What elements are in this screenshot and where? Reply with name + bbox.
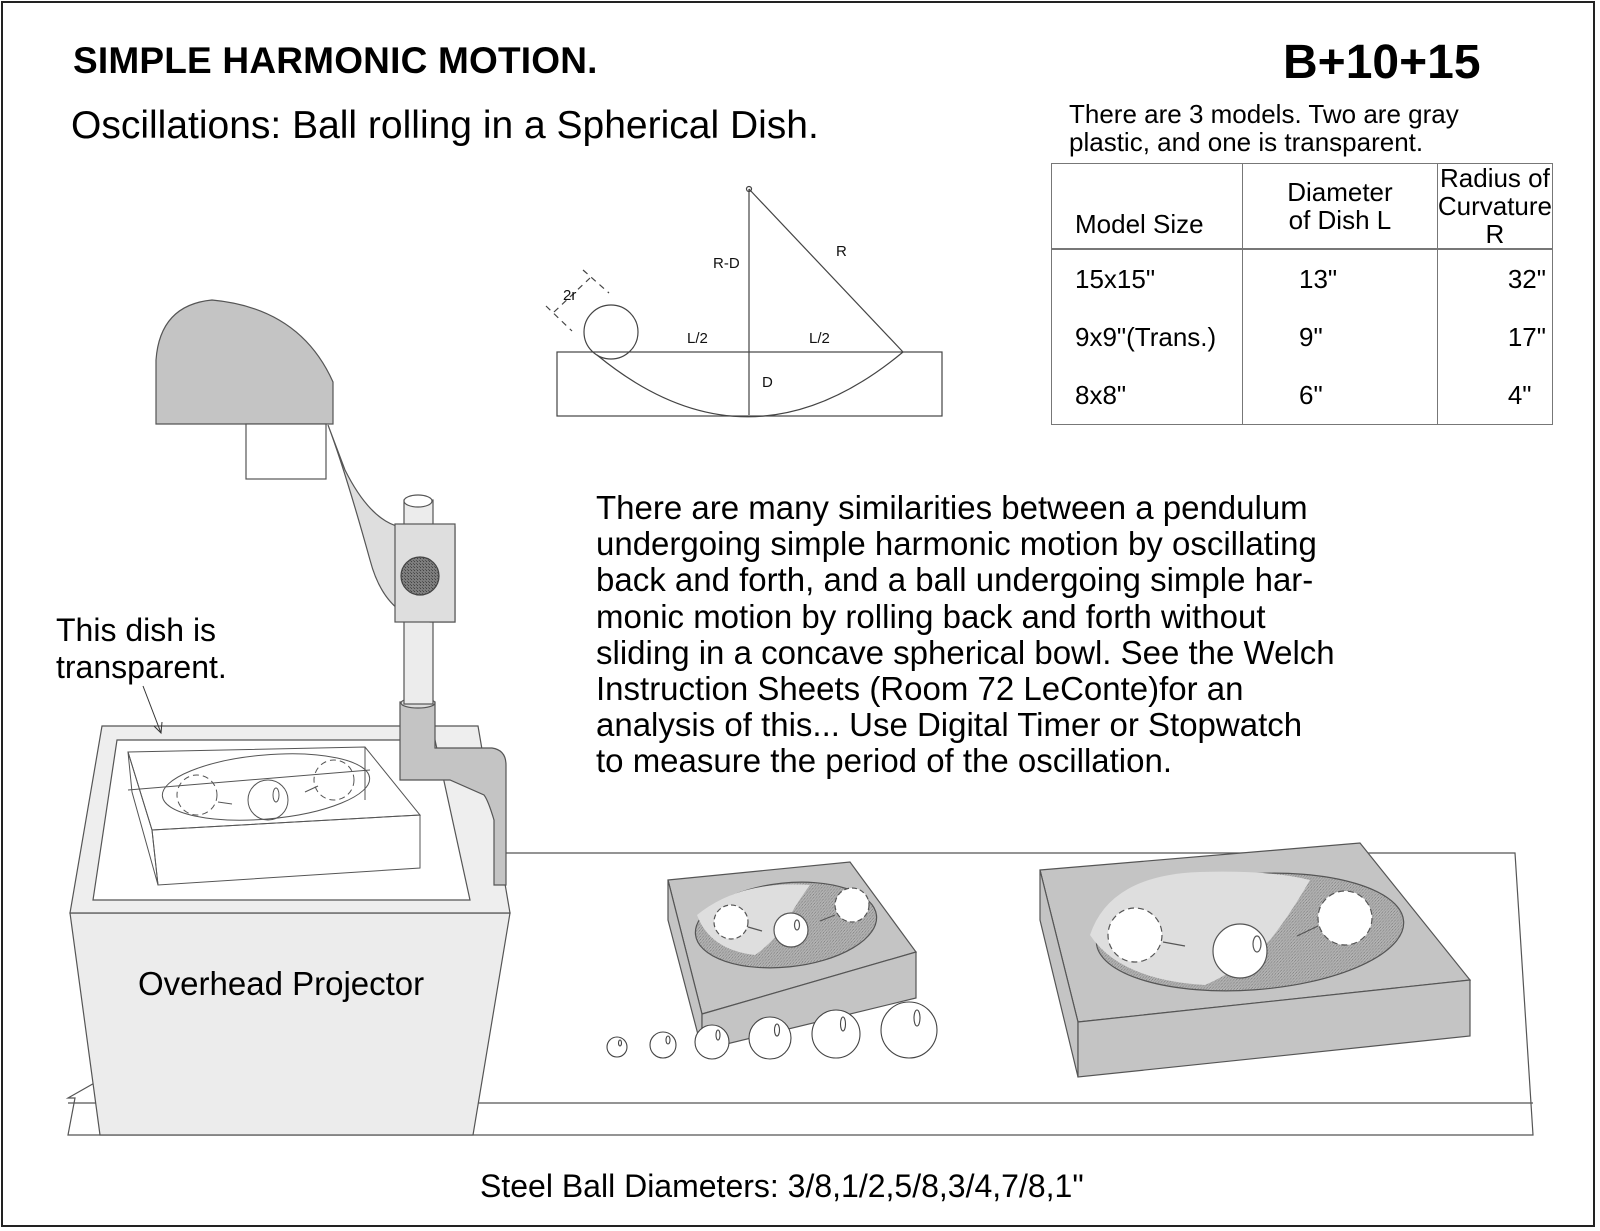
description-line: to measure the period of the oscillation… <box>596 742 1173 780</box>
models-note: There are 3 models. Two are gray plastic… <box>1069 99 1459 157</box>
description-line: monic motion by rolling back and forth w… <box>596 597 1266 635</box>
radius-line <box>748 188 904 353</box>
column-header-diameter: Diameter of Dish L <box>1242 163 1438 250</box>
column-header-radius: Radius of Curvature R <box>1436 163 1553 250</box>
label-d: D <box>762 374 773 391</box>
table-row: 15x15" 13" 32" <box>1050 249 1553 308</box>
projector-label: Overhead Projector <box>138 965 425 1002</box>
steel-ball-3-4 <box>748 1016 792 1060</box>
radius-cell: 17" <box>1436 308 1553 366</box>
transparent-dish-callout: This dish is transparent. <box>56 612 227 686</box>
radius-cell: 4" <box>1436 366 1553 425</box>
dimension-line-2r <box>553 277 591 313</box>
model-size-cell: 8x8" <box>1050 366 1243 425</box>
geometry-labels: 2r R-D R L/2 L/2 D <box>563 243 847 391</box>
steel-ball-5-8 <box>694 1024 730 1060</box>
projector-knob <box>400 556 440 596</box>
projector-lens <box>245 423 327 480</box>
description-line: There are many similarities between a pe… <box>596 489 1308 526</box>
ball-circle <box>583 304 639 360</box>
steel-balls-caption: Steel Ball Diameters: 3/8,1/2,5/8,3/4,7/… <box>480 1168 1084 1204</box>
description-line: undergoing simple harmonic motion by osc… <box>596 525 1317 563</box>
table-row: 8x8" 6" 4" <box>1050 366 1553 425</box>
steel-balls <box>606 1001 938 1060</box>
spherical-bowl-arc <box>596 351 904 418</box>
callout-line: This dish is <box>56 612 217 648</box>
steel-ball-1 <box>880 1001 938 1059</box>
label-r: R <box>836 243 847 260</box>
steel-ball-1-2 <box>649 1031 677 1059</box>
large-gray-dish <box>1039 842 1472 1078</box>
transparent-dish <box>127 685 422 886</box>
table-row: 9x9"(Trans.) 9" 17" <box>1050 308 1553 366</box>
column-header-model-size: Model Size <box>1050 163 1243 250</box>
description-line: back and forth, and a ball undergoing si… <box>596 561 1314 599</box>
diameter-cell: 9" <box>1242 308 1438 366</box>
label-2r: 2r <box>563 287 576 304</box>
model-size-cell: 15x15" <box>1050 249 1243 308</box>
radius-cell: 32" <box>1436 249 1553 308</box>
label-l-half-left: L/2 <box>687 330 708 347</box>
label-r-minus-d: R-D <box>713 255 740 272</box>
table-header-row: Model Size Diameter of Dish L Radius of … <box>1050 163 1553 250</box>
label-l-half-right: L/2 <box>809 330 830 347</box>
page-title: SIMPLE HARMONIC MOTION. <box>73 40 598 81</box>
steel-ball-7-8 <box>811 1009 861 1059</box>
description-paragraph: There are many similarities between a pe… <box>596 489 1335 780</box>
diameter-cell: 13" <box>1242 249 1438 308</box>
page-subtitle: Oscillations: Ball rolling in a Spherica… <box>71 104 819 147</box>
diameter-cell: 6" <box>1242 366 1438 425</box>
description-line: sliding in a concave spherical bowl. See… <box>596 633 1335 671</box>
medium-gray-dish <box>667 861 917 1051</box>
description-line: Instruction Sheets (Room 72 LeConte)for … <box>596 670 1244 708</box>
overhead-projector <box>69 299 511 1136</box>
center-point <box>745 185 753 193</box>
models-table: Model Size Diameter of Dish L Radius of … <box>1050 163 1553 425</box>
geometry-diagram <box>545 185 943 418</box>
callout-line: transparent. <box>56 649 227 685</box>
demo-code: B+10+15 <box>1283 36 1481 89</box>
model-size-cell: 9x9"(Trans.) <box>1050 308 1243 366</box>
projector-arm-base <box>399 701 507 886</box>
steel-ball-3-8 <box>606 1036 628 1058</box>
projector-head <box>155 299 334 425</box>
description-line: analysis of this... Use Digital Timer or… <box>596 706 1303 744</box>
projector-body <box>69 912 511 1136</box>
